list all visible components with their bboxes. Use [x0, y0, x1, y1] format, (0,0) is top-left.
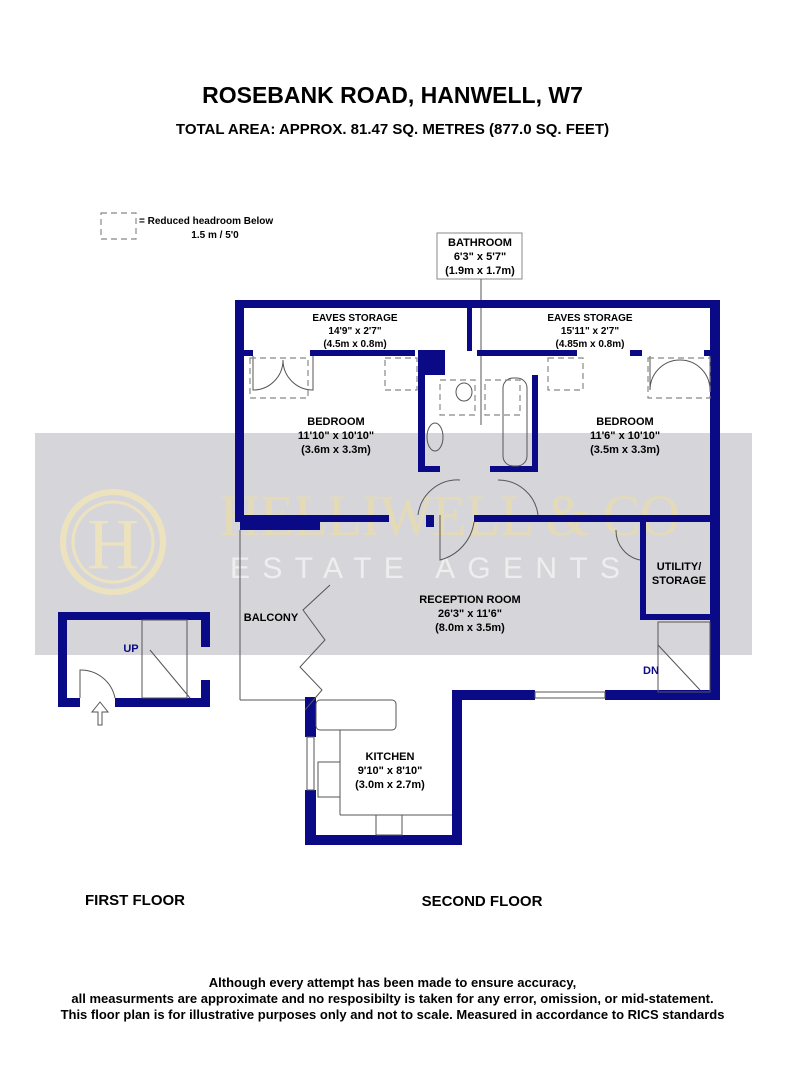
first-floor-label: FIRST FLOOR — [85, 892, 185, 909]
bathroom-metric: (1.9m x 1.7m) — [445, 265, 515, 277]
reduced-headroom-areas — [249, 357, 711, 416]
total-area: TOTAL AREA: APPROX. 81.47 SQ. METRES (87… — [175, 121, 610, 138]
room-kitchen: KITCHEN 9'10" x 8'10" (3.0m x 2.7m) — [355, 751, 425, 791]
svg-text:11'10" x 10'10": 11'10" x 10'10" — [298, 430, 374, 442]
legend-height: 1.5 m / 5'0 — [191, 230, 239, 241]
svg-text:EAVES STORAGE: EAVES STORAGE — [312, 313, 398, 324]
disclaimer-line-1: Although every attempt has been made to … — [208, 975, 577, 990]
svg-text:14'9" x 2'7": 14'9" x 2'7" — [328, 326, 381, 337]
svg-text:STORAGE: STORAGE — [652, 575, 706, 587]
disclaimer-line-3: This floor plan is for illustrative purp… — [60, 1007, 725, 1022]
bathroom-name: BATHROOM — [448, 237, 512, 249]
bathroom-callout — [436, 232, 523, 280]
room-reception: RECEPTION ROOM 26'3" x 11'6" (8.0m x 3.5… — [419, 594, 520, 634]
watermark-monogram: H — [87, 504, 139, 584]
reduced-headroom-swatch — [100, 212, 137, 240]
svg-text:11'6" x 10'10": 11'6" x 10'10" — [590, 430, 660, 442]
svg-text:UTILITY/: UTILITY/ — [657, 561, 702, 573]
svg-text:RECEPTION ROOM: RECEPTION ROOM — [419, 594, 520, 606]
bathroom-imperial: 6'3" x 5'7" — [454, 251, 506, 263]
svg-text:EAVES STORAGE: EAVES STORAGE — [547, 313, 633, 324]
svg-text:(8.0m x 3.5m): (8.0m x 3.5m) — [435, 622, 505, 634]
room-bedroom-right: BEDROOM 11'6" x 10'10" (3.5m x 3.3m) — [590, 416, 660, 456]
svg-text:BEDROOM: BEDROOM — [596, 416, 653, 428]
stairs-up-label: UP — [123, 643, 138, 655]
svg-text:(4.5m x 0.8m): (4.5m x 0.8m) — [323, 339, 386, 350]
room-utility: UTILITY/ STORAGE — [652, 561, 706, 587]
fixtures — [79, 356, 711, 836]
disclaimer: Although every attempt has been made to … — [0, 975, 785, 1023]
walls — [58, 300, 720, 845]
svg-text:15'11" x 2'7": 15'11" x 2'7" — [561, 326, 619, 337]
svg-text:(3.6m x 3.3m): (3.6m x 3.3m) — [301, 444, 371, 456]
room-eaves-right: EAVES STORAGE 15'11" x 2'7" (4.85m x 0.8… — [547, 313, 633, 350]
room-bedroom-left: BEDROOM 11'10" x 10'10" (3.6m x 3.3m) — [298, 416, 374, 456]
svg-text:9'10" x 8'10": 9'10" x 8'10" — [358, 765, 423, 777]
stairs-down-label: DN — [643, 665, 659, 677]
room-eaves-left: EAVES STORAGE 14'9" x 2'7" (4.5m x 0.8m) — [312, 313, 398, 350]
plan-title: ROSEBANK ROAD, HANWELL, W7 — [202, 82, 583, 108]
svg-text:(3.0m x 2.7m): (3.0m x 2.7m) — [355, 779, 425, 791]
second-floor-label: SECOND FLOOR — [422, 893, 543, 910]
legend-text: = Reduced headroom Below — [139, 216, 273, 227]
svg-text:(4.85m x 0.8m): (4.85m x 0.8m) — [556, 339, 625, 350]
svg-text:BEDROOM: BEDROOM — [307, 416, 364, 428]
disclaimer-line-2: all measurments are approximate and no r… — [71, 991, 714, 1006]
room-balcony: BALCONY — [244, 612, 299, 624]
svg-text:KITCHEN: KITCHEN — [366, 751, 415, 763]
svg-text:26'3" x 11'6": 26'3" x 11'6" — [438, 608, 502, 620]
entrance-arrow-icon — [90, 701, 110, 726]
svg-text:(3.5m x 3.3m): (3.5m x 3.3m) — [590, 444, 660, 456]
